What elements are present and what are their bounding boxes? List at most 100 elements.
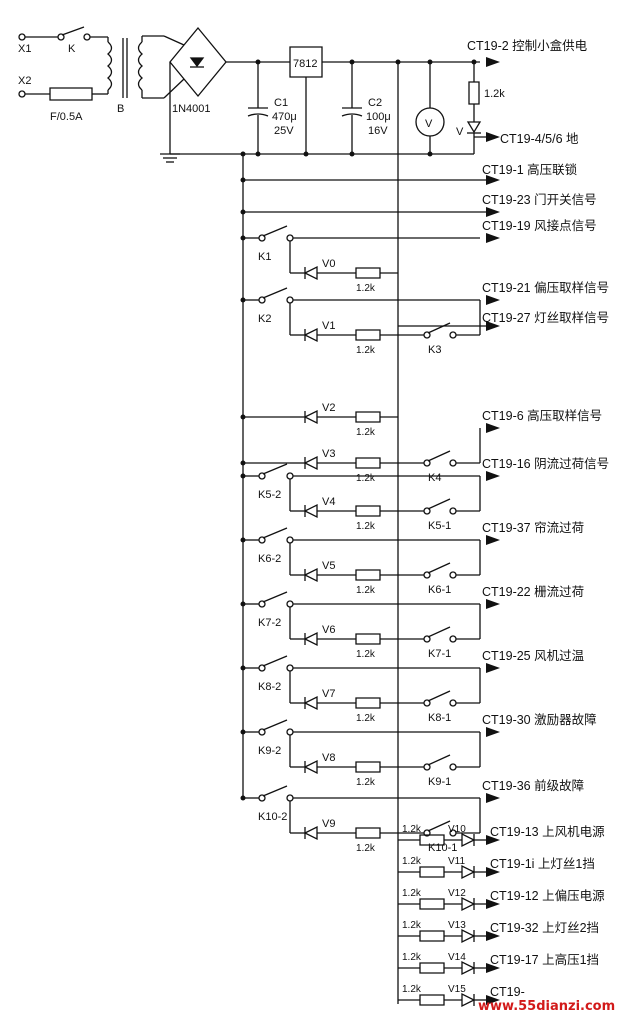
signal-supply: CT19-2 控制小盒供电 [467,38,588,53]
signal-channel-1-b: CT19-27 灯丝取样信号 [482,310,609,325]
label-c1-value: 470μ [272,111,297,123]
bridge-rectifier [170,28,226,96]
junction-dots [240,59,477,215]
label-switch2-3: K4 [428,472,441,484]
label-res-2: 1.2k [356,427,376,438]
label-res-1: 1.2k [356,345,376,356]
label-led-v: V [456,126,464,138]
resistor [420,867,444,877]
terminal-x2 [19,91,25,97]
resistor [356,458,380,468]
watermark: www.55dianzi.com [478,999,615,1014]
label-led-6: V6 [322,624,335,636]
resistor [420,931,444,941]
led-v12 [462,898,474,910]
label-switch-5: K6-2 [258,553,281,565]
resistor [420,899,444,909]
indicator-row-1 [398,866,500,878]
label-ind-res-4: 1.2k [402,952,422,963]
label-ind-res-0: 1.2k [402,824,422,835]
label-switch2-9: K10-1 [428,842,457,854]
indicator-row-4 [398,962,500,974]
switch-blade [263,656,287,666]
switch-blade [263,592,287,602]
resistor [356,698,380,708]
switch2-blade [428,821,450,831]
signal-ground: CT19-4/5/6 地 [500,132,579,146]
label-c1-volt: 25V [274,125,294,137]
signal-channel-8: CT19-30 激励器故障 [482,712,597,727]
label-ind-res-2: 1.2k [402,888,422,899]
resistor [356,330,380,340]
signal-input-1: CT19-23 门开关信号 [482,192,597,207]
resistor [356,506,380,516]
transformer-primary [108,42,112,90]
indicator-row-2 [398,898,500,910]
label-res-7: 1.2k [356,713,376,724]
label-ind-res-5: 1.2k [402,984,422,995]
signal-channel-6: CT19-22 栅流过荷 [482,584,584,599]
label-switch-6: K7-2 [258,617,281,629]
terminal-x1 [19,34,25,40]
arrow-heads [486,57,500,142]
led-power [468,122,480,132]
led-v13 [462,930,474,942]
led-v3 [305,457,317,469]
switch-k [62,27,84,35]
label-switch-4: K5-2 [258,489,281,501]
signal-channel-4: CT19-16 阴流过荷信号 [482,457,609,471]
label-led-5: V5 [322,560,335,572]
resistor [356,634,380,644]
channel-row-9 [240,786,500,839]
label-res-4: 1.2k [356,521,376,532]
label-ind-led-0: V10 [448,824,466,835]
led-v7 [305,697,317,709]
label-x2: X2 [18,75,31,87]
channel-row-6 [240,592,500,645]
label-led-2: V2 [322,402,335,414]
led-v15 [462,994,474,1006]
label-switch2-7: K8-1 [428,712,451,724]
led-v4 [305,505,317,517]
label-led-9: V9 [322,818,335,830]
signal-indicator-5: CT19- [490,985,525,999]
label-c2-value: 100μ [366,111,391,123]
fuse [50,88,92,100]
switch2-blade [428,451,450,461]
signal-channel-9: CT19-36 前级故障 [482,778,584,793]
signal-channel-5: CT19-37 帘流过荷 [482,520,584,535]
led-v9 [305,827,317,839]
label-ind-res-3: 1.2k [402,920,422,931]
power-supply-section [19,27,498,1004]
switch-blade [263,464,287,474]
label-res-0: 1.2k [356,283,376,294]
label-led-3: V3 [322,448,335,460]
label-ind-led-3: V13 [448,920,466,931]
channel-row-5 [240,528,500,581]
label-switch2-4: K5-1 [428,520,451,532]
led-v11 [462,866,474,878]
label-switch2-1: K3 [428,344,441,356]
label-c2: C2 [368,97,382,109]
label-fuse: F/0.5A [50,111,83,123]
channel-row-1 [240,288,500,341]
label-transformer: B [117,103,124,115]
label-res-top: 1.2k [484,88,505,100]
channel-row-7 [240,656,500,709]
label-switch-8: K9-2 [258,745,281,757]
label-led-8: V8 [322,752,335,764]
label-switch-9: K10-2 [258,811,287,823]
label-ind-led-1: V11 [448,856,465,867]
led-v5 [305,569,317,581]
label-switch2-6: K7-1 [428,648,451,660]
label-res-6: 1.2k [356,649,376,660]
label-ind-res-1: 1.2k [402,856,422,867]
signal-input-0: CT19-1 高压联锁 [482,162,578,177]
switch2-blade [428,323,450,333]
signal-indicator-0: CT19-13 上风机电源 [490,825,605,839]
label-x1: X1 [18,43,31,55]
signal-indicator-4: CT19-17 上高压1挡 [490,952,599,967]
indicator-row-5 [398,994,500,1006]
